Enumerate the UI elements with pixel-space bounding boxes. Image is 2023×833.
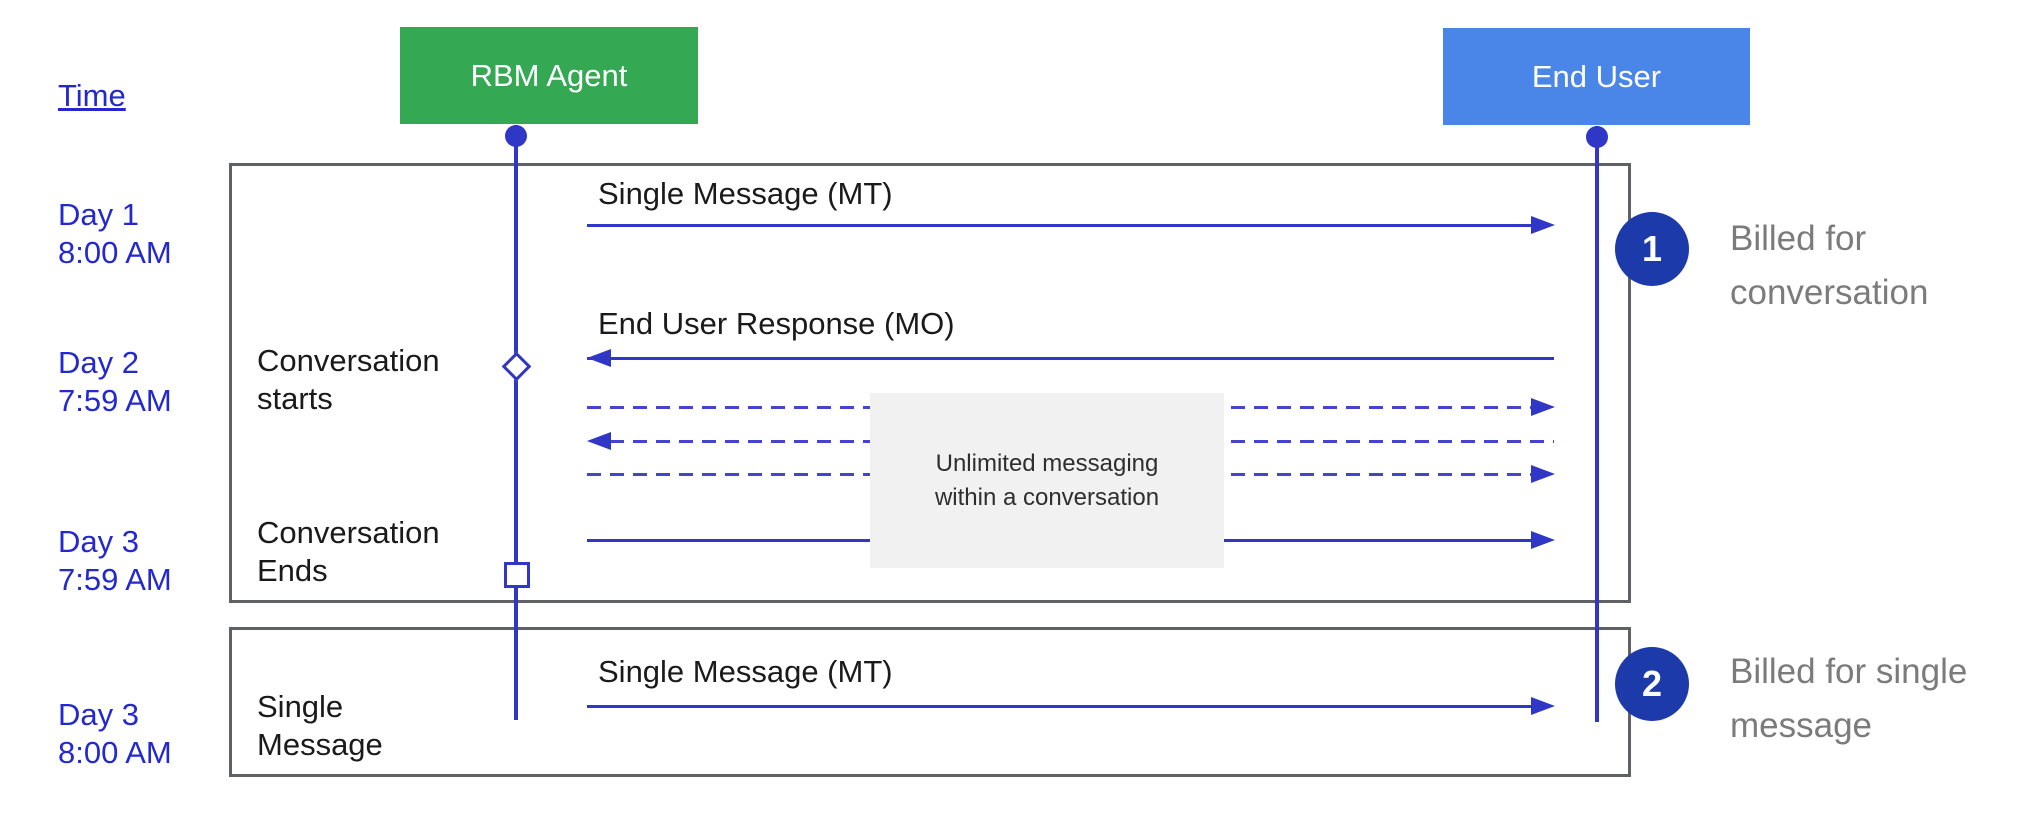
timeline-label-day2: Day 2 7:59 AM [58,344,172,420]
conversation-starts-label: Conversation starts [257,343,440,416]
message-line-end-user-response-mo [587,357,1554,360]
timeline-label-day1: Day 1 8:00 AM [58,196,172,272]
arrow-right-icon [1531,465,1555,483]
single-message-frame [229,627,1631,777]
end-user-label: End User [1531,58,1662,94]
message-line-single-message-mt [587,224,1531,227]
billing-badge-1: 1 [1615,212,1689,286]
timeline-day: Day 3 [58,524,139,559]
unlimited-messaging-note: Unlimited messaging within a conversatio… [870,393,1224,568]
arrow-left-icon [587,432,611,450]
arrow-right-icon [1531,697,1555,715]
timeline-time: 8:00 AM [58,735,172,770]
billed-for-single-message-note: Billed for single message [1730,652,1968,745]
billed-for-conversation-note: Billed for conversation [1730,219,1929,312]
arrow-right-icon [1531,531,1555,549]
conversation-frame [229,163,1631,603]
time-axis-label: Time [58,78,126,113]
timeline-time: 8:00 AM [58,235,172,270]
message-label-single-message-mt-2: Single Message (MT) [598,654,893,689]
end-user-box: End User [1443,28,1750,125]
rbm-agent-label: RBM Agent [470,57,628,93]
conversation-ends-label: Conversation Ends [257,515,440,588]
timeline-day: Day 2 [58,345,139,380]
message-line-single-message-mt-2 [587,705,1531,708]
message-label-end-user-response-mo: End User Response (MO) [598,306,955,341]
arrow-left-icon [587,349,611,367]
arrow-right-icon [1531,216,1555,234]
rbm-agent-box: RBM Agent [400,27,698,124]
end-user-lifeline [1595,126,1599,722]
timeline-label-day3: Day 3 7:59 AM [58,523,172,599]
conversation-end-square-icon [504,562,530,588]
timeline-label-day3-second: Day 3 8:00 AM [58,696,172,772]
timeline-time: 7:59 AM [58,562,172,597]
rbm-agent-lifeline [514,125,518,720]
timeline-time: 7:59 AM [58,383,172,418]
arrow-right-icon [1531,398,1555,416]
timeline-day: Day 1 [58,197,139,232]
timeline-day: Day 3 [58,697,139,732]
message-label-single-message-mt: Single Message (MT) [598,176,893,211]
single-message-phase-label: Single Message [257,689,383,762]
billing-badge-2: 2 [1615,647,1689,721]
